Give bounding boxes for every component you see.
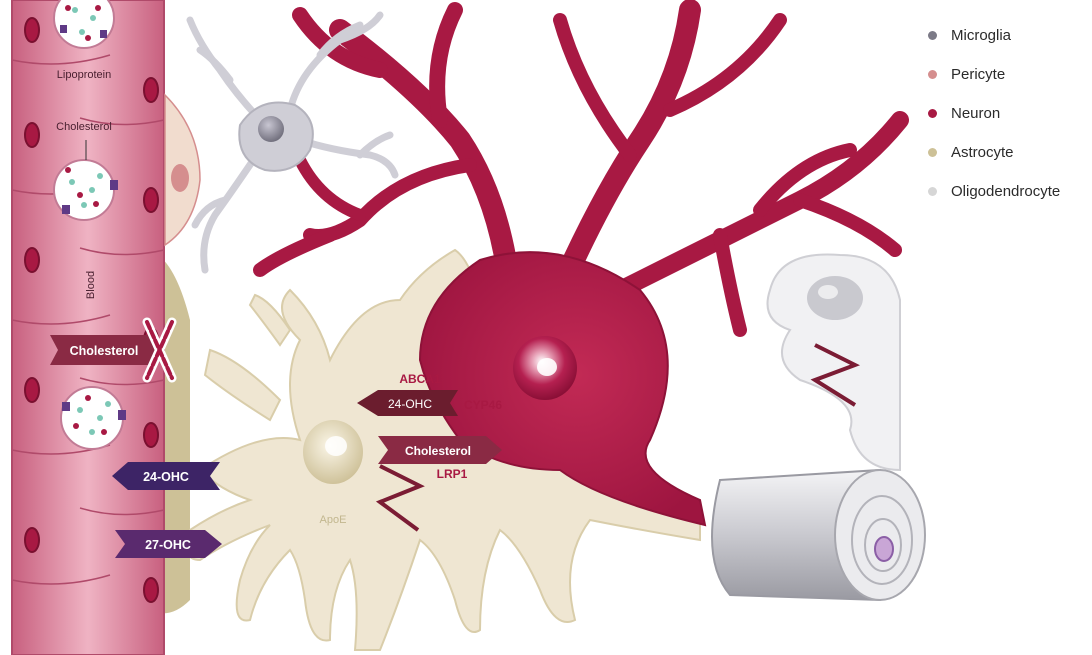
- legend-item-pericyte: Pericyte: [928, 55, 1088, 94]
- legend-dot-neuron: [928, 109, 937, 118]
- legend-item-microglia: Microglia: [928, 16, 1088, 55]
- abca1-label: ABCA1: [399, 372, 441, 386]
- legend-label: Microglia: [951, 27, 1011, 44]
- microglia-nucleus: [258, 116, 284, 142]
- legend-dot-pericyte: [928, 70, 937, 79]
- cyp46-label: CYP46: [464, 398, 502, 412]
- neuron-ohc24-arrow: 24-OHC: [357, 390, 458, 416]
- ohc27-influx-label: 27-OHC: [145, 538, 191, 552]
- neuron-cholesterol-arrow: Cholesterol: [378, 436, 502, 464]
- legend-dot-microglia: [928, 31, 937, 40]
- legend-label: Pericyte: [951, 66, 1005, 83]
- ohc24-efflux-label: 24-OHC: [143, 470, 189, 484]
- ohc24-efflux-arrow: 24-OHC: [112, 462, 220, 490]
- ohc27-influx-arrow: 27-OHC: [115, 530, 222, 558]
- legend-item-neuron: Neuron: [928, 94, 1088, 133]
- legend-dot-astrocyte: [928, 148, 937, 157]
- blood-label: Blood: [85, 271, 97, 299]
- cell-type-legend: Microglia Pericyte Neuron Astrocyte Olig…: [928, 16, 1088, 211]
- oligodendrocyte-cell: [712, 254, 925, 600]
- oligodendrocyte-nucleus: [807, 276, 863, 320]
- legend-label: Oligodendrocyte: [951, 183, 1060, 200]
- cholesterol-label: Cholesterol: [56, 121, 112, 133]
- pericyte-nucleus: [171, 164, 189, 192]
- legend-label: Neuron: [951, 105, 1000, 122]
- legend-item-astrocyte: Astrocyte: [928, 133, 1088, 172]
- neuron-ohc24-label: 24-OHC: [388, 397, 432, 411]
- lrp1-label: LRP1: [437, 467, 468, 481]
- legend-dot-oligodendrocyte: [928, 187, 937, 196]
- lipoprotein-particle: [54, 0, 114, 48]
- apoe-label: ApoE: [320, 514, 347, 526]
- neuron-cholesterol-label: Cholesterol: [405, 444, 471, 458]
- cholesterol-blocked-arrow: Cholesterol: [50, 335, 160, 365]
- legend-item-oligodendrocyte: Oligodendrocyte: [928, 172, 1088, 211]
- cholesterol-blocked-label: Cholesterol: [70, 344, 139, 358]
- lipoprotein-label: Lipoprotein: [57, 69, 111, 81]
- legend-label: Astrocyte: [951, 144, 1014, 161]
